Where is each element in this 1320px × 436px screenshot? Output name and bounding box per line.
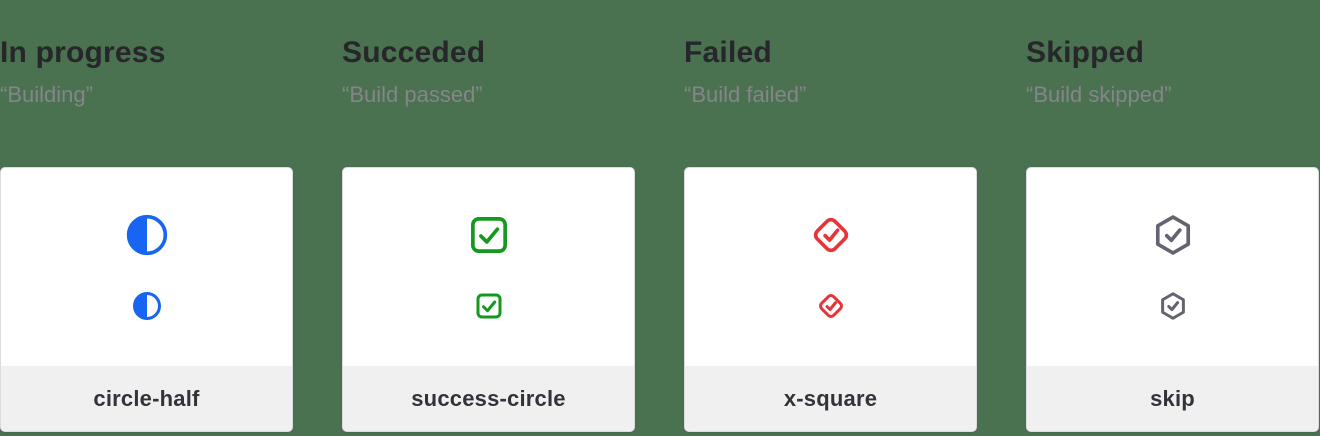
status-title: Skipped bbox=[1026, 36, 1145, 69]
icon-card: skip bbox=[1026, 167, 1319, 432]
icon-preview-area bbox=[685, 168, 976, 366]
icon-preview-area bbox=[343, 168, 634, 366]
check-diamond-icon bbox=[816, 291, 846, 321]
icon-preview-area bbox=[1, 168, 292, 366]
icon-card: circle-half bbox=[0, 167, 293, 432]
status-message: “Build failed” bbox=[684, 82, 807, 107]
circle-half-icon bbox=[125, 213, 169, 257]
icon-preview-area bbox=[1027, 168, 1318, 366]
status-message: “Build skipped” bbox=[1026, 82, 1172, 107]
status-column-failed: Failed “Build failed” bbox=[684, 0, 977, 432]
check-diamond-icon bbox=[809, 213, 853, 257]
status-title: In progress bbox=[0, 36, 166, 69]
status-column-skipped: Skipped “Build skipped” bbox=[1026, 0, 1319, 432]
status-column-succeeded: Succeded “Build passed” bbox=[342, 0, 635, 432]
check-square-icon bbox=[467, 213, 511, 257]
status-message: “Building” bbox=[0, 82, 93, 107]
icon-card: success-circle bbox=[342, 167, 635, 432]
icon-card: x-square bbox=[684, 167, 977, 432]
icon-name-label: x-square bbox=[685, 366, 976, 431]
status-title: Failed bbox=[684, 36, 772, 69]
status-column-in-progress: In progress “Building” circle-half bbox=[0, 0, 293, 432]
icon-name-label: success-circle bbox=[343, 366, 634, 431]
icon-name-label: circle-half bbox=[1, 366, 292, 431]
check-hexagon-icon bbox=[1158, 291, 1188, 321]
check-square-icon bbox=[474, 291, 504, 321]
icon-name-label: skip bbox=[1027, 366, 1318, 431]
status-title: Succeded bbox=[342, 36, 486, 69]
circle-half-icon bbox=[132, 291, 162, 321]
check-hexagon-icon bbox=[1151, 213, 1195, 257]
status-message: “Build passed” bbox=[342, 82, 483, 107]
